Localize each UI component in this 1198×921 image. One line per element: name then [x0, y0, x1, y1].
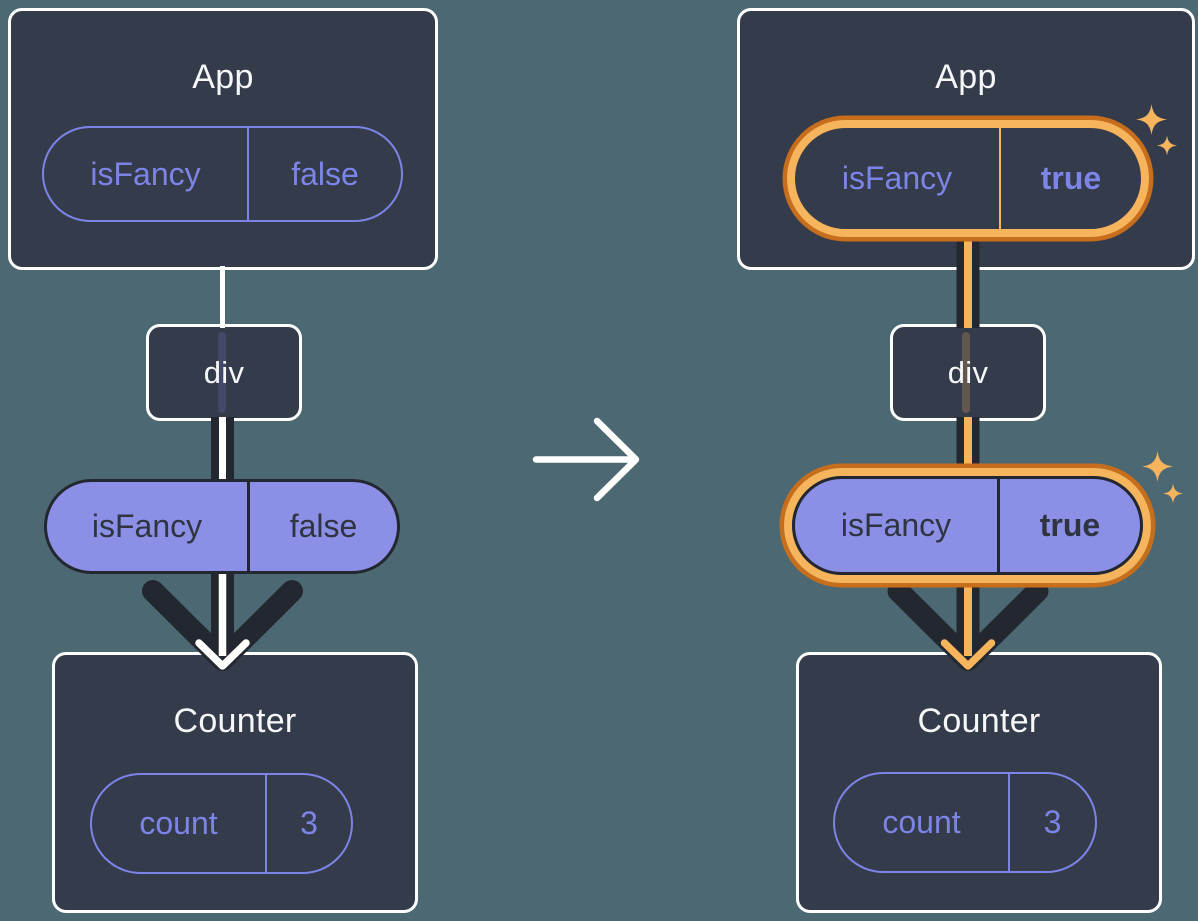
prop-value: true [999, 128, 1141, 229]
div-label: div [947, 354, 989, 390]
prop-value: false [247, 128, 401, 220]
prop-value: false [247, 482, 397, 571]
app-prop-pill-after: isFancy true [795, 128, 1141, 229]
passed-prop-pill-after: isFancy true [792, 476, 1143, 575]
prop-key: isFancy [91, 508, 203, 544]
prop-arrowhead-before-dark [142, 580, 303, 671]
div-label: div [203, 354, 245, 390]
sparkle-icon [1163, 483, 1183, 504]
pass-through-stripe [218, 332, 226, 413]
counter-title: Counter [173, 702, 297, 740]
app-prop-pill-before: isFancy false [42, 126, 403, 222]
state-value: 3 [1008, 774, 1095, 871]
counter-title: Counter [917, 702, 1041, 740]
div-card-after: div [890, 324, 1046, 421]
prop-key: isFancy [841, 160, 953, 196]
counter-state-pill-before: count 3 [90, 773, 353, 874]
app-title: App [192, 58, 254, 96]
passed-prop-pill-after-highlight-ring: isFancy true [784, 468, 1151, 583]
sparkle-icon [1142, 451, 1173, 482]
prop-arrowhead-after-dark [887, 580, 1049, 671]
pass-through-stripe [962, 332, 970, 413]
right-arrow-icon [532, 417, 640, 502]
state-value: 3 [265, 775, 351, 872]
div-card-before: div [146, 324, 302, 421]
sparkle-icon [1157, 135, 1177, 156]
sparkle-icon [1136, 104, 1167, 135]
passed-prop-pill-before: isFancy false [44, 479, 400, 574]
prop-value: true [997, 479, 1140, 572]
state-key: count [882, 804, 961, 840]
app-prop-pill-after-highlight-ring: isFancy true [787, 120, 1149, 237]
prop-key: isFancy [90, 155, 201, 192]
counter-state-pill-after: count 3 [833, 772, 1097, 873]
app-title: App [935, 58, 997, 96]
state-key: count [139, 805, 218, 841]
prop-key: isFancy [840, 507, 952, 543]
